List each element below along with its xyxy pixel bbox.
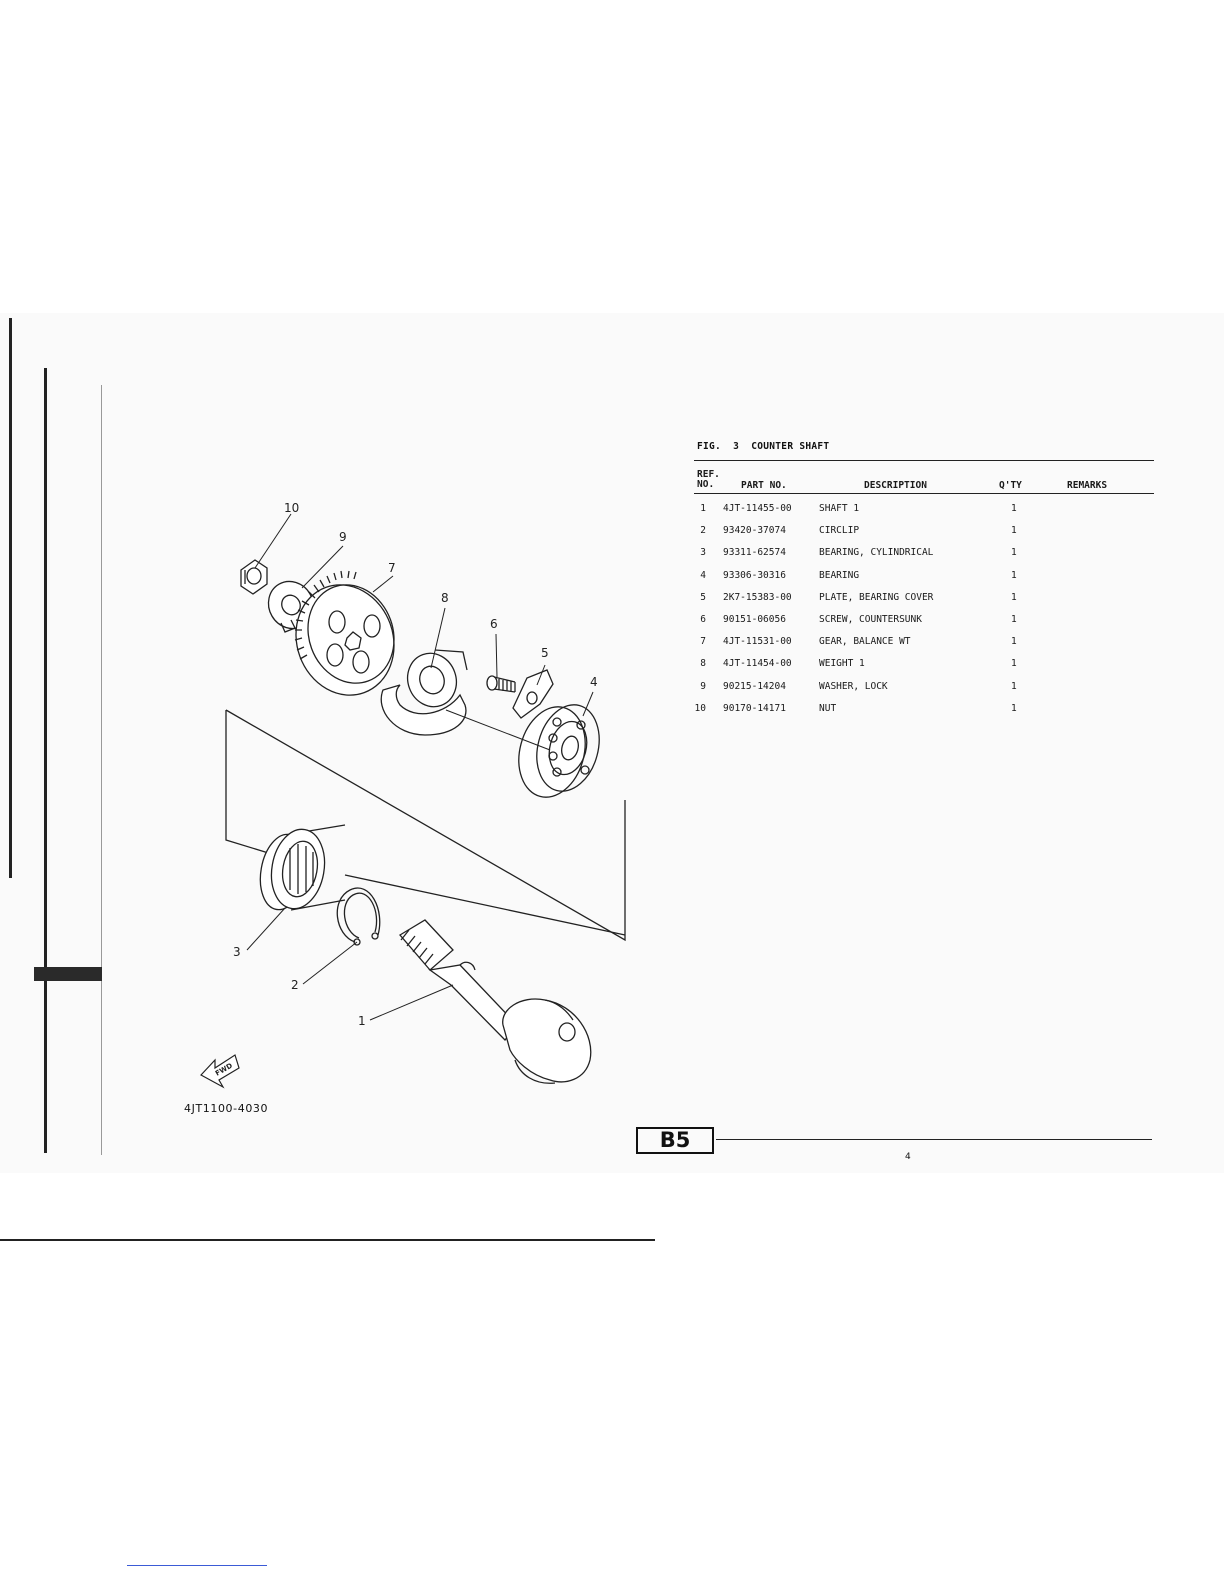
table-row: 4 93306-30316 BEARING 1 bbox=[694, 570, 1154, 584]
cell-description: SCREW, COUNTERSUNK bbox=[819, 614, 922, 625]
figure-title: FIG. 3 COUNTER SHAFT bbox=[697, 441, 829, 452]
shaft-part bbox=[399, 919, 592, 1084]
callout-6: 6 bbox=[490, 617, 498, 631]
cell-ref: 8 bbox=[700, 658, 706, 669]
callout-7: 7 bbox=[388, 561, 396, 575]
cell-qty: 1 bbox=[1011, 592, 1017, 603]
cell-ref: 9 bbox=[700, 681, 706, 692]
header-remarks: REMARKS bbox=[1067, 480, 1108, 491]
cell-description: NUT bbox=[819, 703, 837, 714]
section-code-box: B5 bbox=[636, 1127, 714, 1154]
scan-edge-line bbox=[9, 318, 12, 878]
table-row: 8 4JT-11454-00 WEIGHT 1 1 bbox=[694, 658, 1154, 672]
cell-qty: 1 bbox=[1011, 525, 1017, 536]
figure-number: 3 bbox=[733, 441, 740, 452]
cell-description: SHAFT 1 bbox=[819, 503, 860, 514]
cell-ref: 10 bbox=[694, 703, 706, 714]
balance-gear-part bbox=[294, 570, 395, 696]
circlip-part bbox=[336, 887, 381, 946]
cylindrical-bearing-part bbox=[259, 824, 346, 911]
scan-shadow-block bbox=[34, 967, 102, 981]
header-bottom-rule bbox=[694, 493, 1154, 494]
cell-part-no: 90215-14204 bbox=[723, 681, 786, 692]
bottom-link-line bbox=[127, 1565, 267, 1566]
callout-5: 5 bbox=[541, 646, 549, 660]
assembly-bracket bbox=[225, 709, 626, 942]
page-number: 4 bbox=[905, 1152, 911, 1162]
table-row: 10 90170-14171 NUT 1 bbox=[694, 703, 1154, 717]
callout-2: 2 bbox=[291, 978, 299, 992]
cell-qty: 1 bbox=[1011, 547, 1017, 558]
table-row: 6 90151-06056 SCREW, COUNTERSUNK 1 bbox=[694, 614, 1154, 628]
exploded-view-diagram: 10 9 7 8 6 5 4 3 2 1 FWD bbox=[200, 501, 626, 1089]
cell-qty: 1 bbox=[1011, 570, 1017, 581]
cell-part-no: 4JT-11454-00 bbox=[723, 658, 792, 669]
cell-part-no: 93311-62574 bbox=[723, 547, 786, 558]
cell-ref: 1 bbox=[700, 503, 706, 514]
fwd-arrow-icon: FWD bbox=[200, 1054, 240, 1089]
header-ref: REF. NO. bbox=[697, 470, 720, 490]
cell-description: WEIGHT 1 bbox=[819, 658, 865, 669]
callout-10: 10 bbox=[284, 501, 299, 515]
header-description: DESCRIPTION bbox=[864, 480, 927, 491]
cell-ref: 4 bbox=[700, 570, 706, 581]
cell-part-no: 93306-30316 bbox=[723, 570, 786, 581]
header-part-no: PART NO. bbox=[741, 480, 787, 491]
cell-ref: 5 bbox=[700, 592, 706, 603]
callout-9: 9 bbox=[339, 530, 347, 544]
scan-edge-line bbox=[101, 385, 102, 1155]
callout-4: 4 bbox=[590, 675, 598, 689]
cell-part-no: 2K7-15383-00 bbox=[723, 592, 792, 603]
cell-qty: 1 bbox=[1011, 614, 1017, 625]
table-row: 3 93311-62574 BEARING, CYLINDRICAL 1 bbox=[694, 547, 1154, 561]
table-row: 9 90215-14204 WASHER, LOCK 1 bbox=[694, 681, 1154, 695]
drawing-code: 4JT1100-4030 bbox=[184, 1102, 269, 1115]
table-row: 5 2K7-15383-00 PLATE, BEARING COVER 1 bbox=[694, 592, 1154, 606]
cell-qty: 1 bbox=[1011, 636, 1017, 647]
callout-3: 3 bbox=[233, 945, 241, 959]
callout-1: 1 bbox=[358, 1014, 366, 1028]
page-background bbox=[0, 313, 1224, 1173]
cell-ref: 2 bbox=[700, 525, 706, 536]
cell-description: CIRCLIP bbox=[819, 525, 860, 536]
cell-qty: 1 bbox=[1011, 503, 1017, 514]
bearing-part bbox=[518, 704, 600, 798]
cell-ref: 3 bbox=[700, 547, 706, 558]
cell-qty: 1 bbox=[1011, 703, 1017, 714]
cell-description: BEARING bbox=[819, 570, 860, 581]
callout-labels: 10 9 7 8 6 5 4 3 2 1 bbox=[233, 501, 598, 1028]
callout-8: 8 bbox=[441, 591, 449, 605]
bottom-scan-line bbox=[0, 1239, 655, 1241]
cell-part-no: 4JT-11531-00 bbox=[723, 636, 792, 647]
figure-name: COUNTER SHAFT bbox=[751, 441, 830, 452]
cell-description: WASHER, LOCK bbox=[819, 681, 888, 692]
header-ref-line1: REF. bbox=[697, 469, 720, 480]
leader-lines bbox=[246, 513, 594, 1021]
cell-description: GEAR, BALANCE WT bbox=[819, 636, 911, 647]
weight-part bbox=[380, 649, 468, 736]
figure-number-label: FIG. bbox=[697, 441, 722, 452]
countersunk-screw-part bbox=[486, 675, 516, 693]
cell-description: PLATE, BEARING COVER bbox=[819, 592, 934, 603]
table-row: 2 93420-37074 CIRCLIP 1 bbox=[694, 525, 1154, 539]
table-row: 1 4JT-11455-00 SHAFT 1 1 bbox=[694, 503, 1154, 517]
table-top-rule bbox=[694, 460, 1154, 461]
bearing-cover-plate-part bbox=[512, 669, 554, 719]
cell-part-no: 4JT-11455-00 bbox=[723, 503, 792, 514]
cell-qty: 1 bbox=[1011, 681, 1017, 692]
nut-part bbox=[240, 559, 268, 595]
cell-ref: 7 bbox=[700, 636, 706, 647]
cell-part-no: 90151-06056 bbox=[723, 614, 786, 625]
cell-description: BEARING, CYLINDRICAL bbox=[819, 547, 934, 558]
header-ref-line2: NO. bbox=[697, 479, 715, 490]
footer-rule bbox=[716, 1139, 1152, 1140]
cell-qty: 1 bbox=[1011, 658, 1017, 669]
header-qty: Q'TY bbox=[999, 480, 1022, 491]
table-row: 7 4JT-11531-00 GEAR, BALANCE WT 1 bbox=[694, 636, 1154, 650]
cell-part-no: 93420-37074 bbox=[723, 525, 786, 536]
cell-part-no: 90170-14171 bbox=[723, 703, 786, 714]
scan-edge-line bbox=[44, 368, 47, 1153]
cell-ref: 6 bbox=[700, 614, 706, 625]
